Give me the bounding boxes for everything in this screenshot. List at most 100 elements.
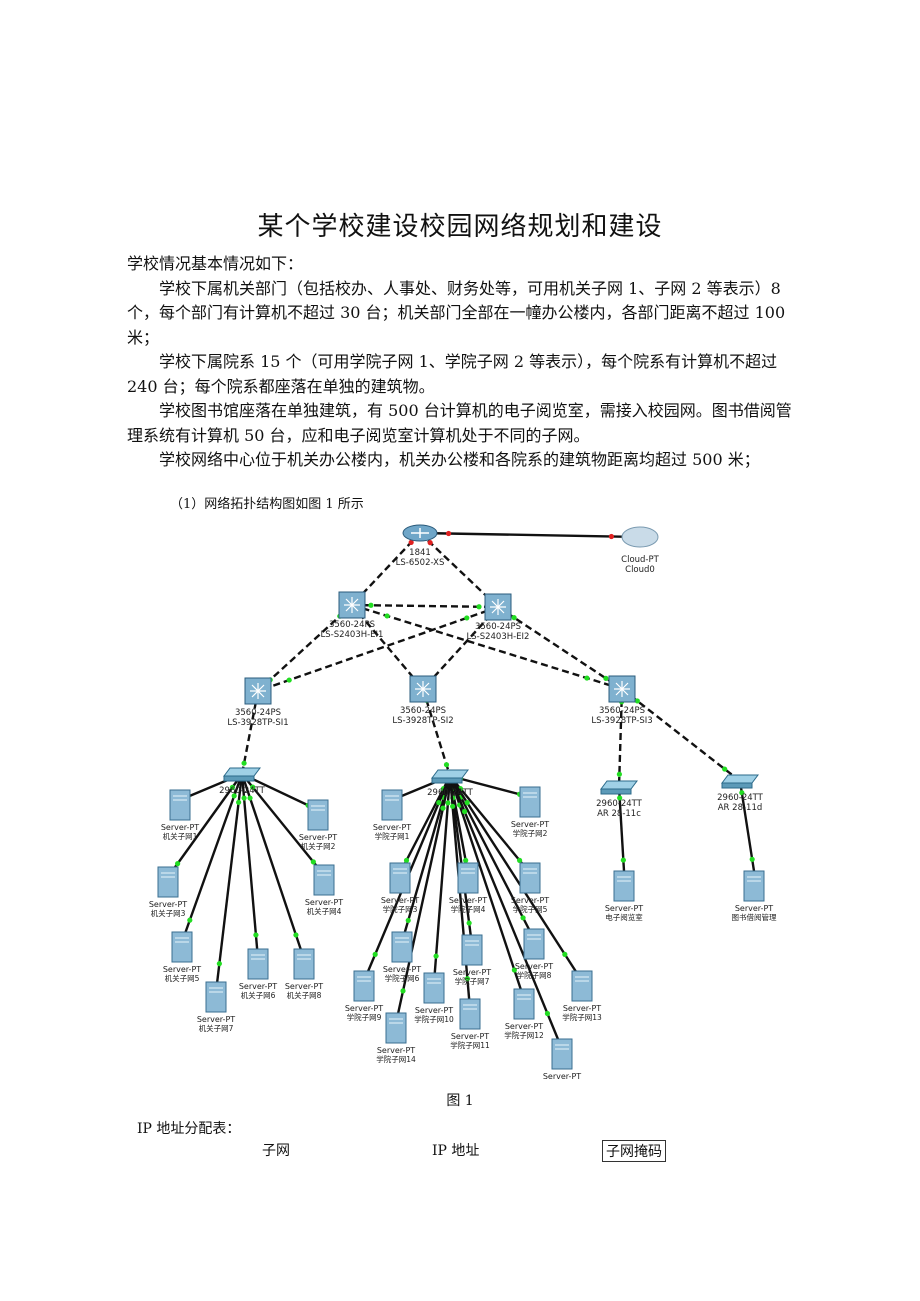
access-switch-icon [600,780,638,790]
link-core2-dist1 [257,605,499,693]
server-icon [205,981,227,1013]
link-college-server [398,775,452,874]
distribution-switch-name-label: LS-3928TP-SI3 [591,716,652,726]
link-core2-dist3 [497,605,623,691]
server-icon [389,862,411,894]
server-icon [353,970,375,1002]
college-server-model-label: Server-PT [515,962,553,971]
switch-arrows-icon [415,681,431,697]
link-status-dot [384,613,390,619]
link-status-dot [445,800,451,806]
link-status-dot [603,675,609,681]
link-college-server [448,775,536,940]
link-dist3-access3 [617,688,624,788]
admin-server-name-label: 机关子网5 [165,973,200,983]
cloud-name-label: Cloud0 [625,565,655,575]
link-status-dot [443,762,450,768]
admin-server-model-label: Server-PT [285,982,323,991]
server-icon [459,998,481,1030]
college-server-model-label: Server-PT [377,1046,415,1055]
access-switch-name-label: AR 28-11c [597,809,641,819]
server-slot-icon [161,872,175,878]
access-switch-icon [721,774,759,784]
server-icon [247,948,269,980]
link-status-dot [427,540,433,546]
link-status-dot [241,795,247,801]
distribution-switch-model-label: 3560-24PS [400,706,446,716]
link-college-server [448,775,584,982]
college-server-model-label: Server-PT [381,896,419,905]
link-college-server [400,775,452,943]
intro-paragraph-admin: 学校下属机关部门（包括校办、人事处、财务处等，可用机关子网 1、子网 2 等表示… [127,278,786,347]
server-icon [523,928,545,960]
college-server-model-label: Server-PT [563,1004,601,1013]
link-admin-server [240,773,260,960]
college-server-name-label: 学院子网5 [513,904,548,914]
college-server-model-label: Server-PT [453,968,491,977]
server-icon [519,862,541,894]
access-switch-model-label: 2960-24TT [219,786,266,796]
link-status-dot [517,857,523,863]
link-status-dot [372,951,378,957]
college-server-name-label: 学院子网4 [451,904,486,914]
library-server-name-label: 图书借阅管理 [732,912,777,922]
link-dist3-access4 [621,688,741,782]
server-icon [391,931,413,963]
intro-section: 学校情况基本情况如下： 学校下属机关部门（包括校办、人事处、财务处等，可用机关子… [127,252,795,473]
link-status-dot [464,976,470,982]
admin-server-name-label: 机关子网1 [163,831,198,841]
link-status-dot [620,857,626,863]
server-icon [169,789,191,821]
server-icon [551,1038,573,1070]
server-slot-icon [517,994,531,1000]
link-status-dot [520,915,526,921]
server-icon [519,786,541,818]
college-server-model-label: Server-PT [345,1004,383,1013]
admin-server-model-label: Server-PT [305,898,343,907]
server-icon [743,870,765,902]
link-status-dot [368,602,374,608]
link-status-dot [253,932,259,938]
link-status-dot [617,795,623,801]
figure-caption-line: （1）网络拓扑结构图如图 1 所示 [170,497,364,512]
link-status-dot [310,859,316,865]
server-icon [571,970,593,1002]
intro-paragraph-network-center: 学校网络中心位于机关办公楼内，机关办公楼和各院系的建筑物距离均超过 500 米； [159,450,760,469]
link-status-dot [433,953,439,959]
link-status-dot [634,698,640,704]
link-status-dot [408,539,414,545]
college-server-name-label: 学院子网11 [450,1040,490,1050]
college-server-name-label: 学院子网6 [385,973,420,983]
college-server-name-label: 学院子网8 [517,970,552,980]
link-core1-dist2 [351,604,424,690]
router-model-label: 1841 [409,548,431,558]
server-slot-icon [527,934,541,940]
core-switch-model-label: 3560-24PS [475,622,521,632]
link-status-dot [608,533,614,540]
server-slot-icon [617,876,631,882]
admin-server-model-label: Server-PT [161,823,199,832]
access-switch-icon [431,769,469,779]
server-icon [293,948,315,980]
link-admin-server [180,773,244,943]
college-server-model-label: Server-PT [383,965,421,974]
admin-server-name-label: 机关子网4 [307,906,342,916]
server-slot-icon [555,1044,569,1050]
server-slot-icon [173,795,187,801]
link-status-dot [247,795,253,801]
server-slot-icon [465,940,479,946]
admin-server-name-label: 机关子网8 [287,990,322,1000]
link-college-server [449,775,531,874]
college-server-name-label: 学院子网10 [414,1014,454,1024]
server-slot-icon [393,868,407,874]
server-slot-icon [209,987,223,993]
college-server-name-label: 学院子网3 [383,904,418,914]
college-server-name-label: 学院子网9 [347,1012,382,1022]
admin-server-model-label: Server-PT [239,982,277,991]
college-server-model-label: Server-PT [543,1072,581,1080]
admin-server-name-label: 机关子网7 [199,1023,234,1033]
link-status-dot [241,760,247,766]
switch-arrows-icon [490,599,506,615]
link-college-server [448,775,526,1000]
college-server-name-label: 学院子网1 [375,831,410,841]
